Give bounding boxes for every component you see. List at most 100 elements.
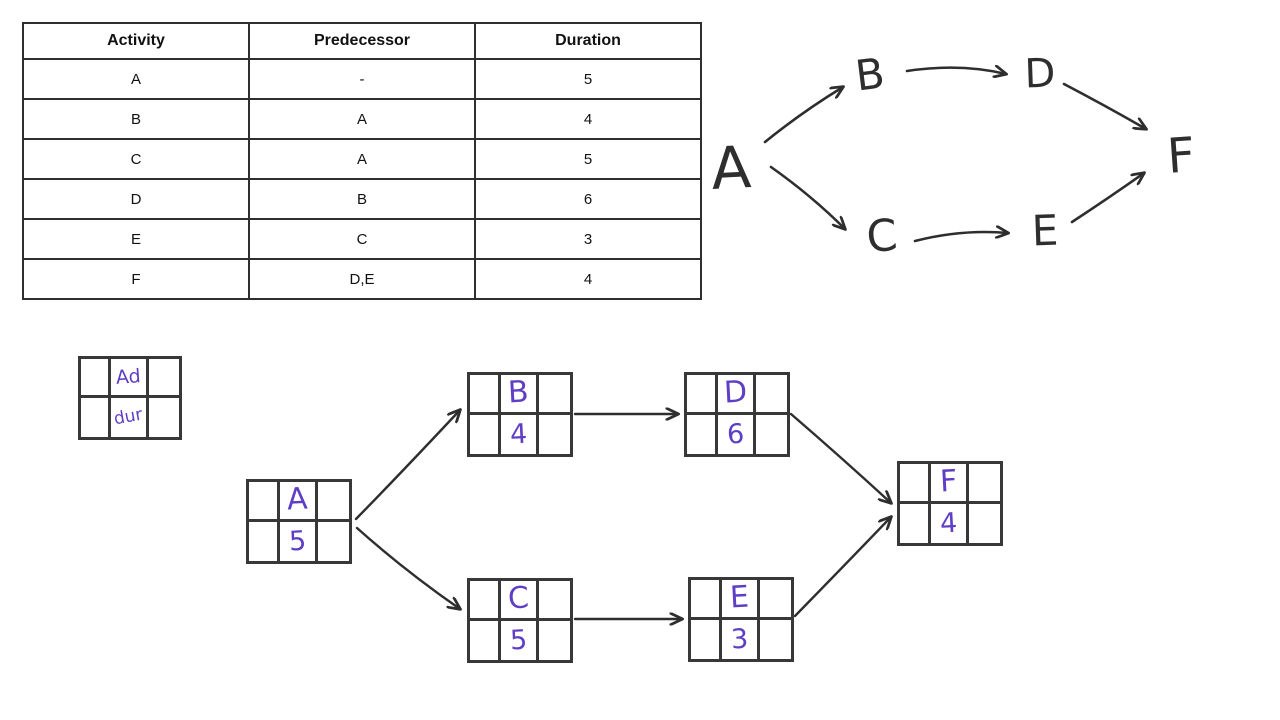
sketch-edge-e-f: [1070, 173, 1144, 224]
table-cell-activity: C: [22, 138, 250, 180]
pdm-node-e-duration-cell: 3: [722, 619, 760, 659]
pdm-node-a-duration-cell: 5: [280, 521, 318, 561]
grid-cell: [148, 359, 179, 398]
grid-cell: [756, 375, 787, 415]
pdm-legend-duration: dur: [111, 398, 149, 437]
table-cell-duration: 4: [474, 98, 702, 140]
table-row: F D,E 4: [22, 258, 702, 300]
grid-cell: [539, 415, 570, 455]
table-cell-duration: 6: [474, 178, 702, 220]
table-row: C A 5: [22, 138, 702, 180]
grid-cell: [470, 414, 501, 454]
grid-cell: [969, 464, 1000, 504]
pdm-node-d-duration: 6: [726, 418, 745, 451]
pdm-node-a-activity: A: [286, 481, 309, 518]
grid-cell: [900, 503, 931, 543]
pdm-legend-activity: Ad: [111, 359, 149, 398]
table-cell-predecessor: A: [248, 98, 476, 140]
pdm-edge-a-b: [354, 410, 460, 521]
table-cell-activity: D: [22, 178, 250, 220]
grid-cell: [539, 621, 570, 661]
grid-cell: [81, 359, 112, 398]
sketch-edge-a-b: [763, 87, 843, 144]
grid-cell: [81, 398, 112, 437]
sketch-edge-c-e: [913, 232, 1008, 243]
table-cell-predecessor: B: [248, 178, 476, 220]
sketch-node-e: E: [1030, 205, 1060, 256]
sketch-node-a: A: [709, 133, 753, 203]
legend-activity-label: Ad: [115, 364, 142, 389]
pdm-node-a-duration: 5: [288, 525, 307, 558]
grid-cell: [318, 482, 349, 522]
grid-cell: [756, 415, 787, 455]
table-header-duration: Duration: [474, 22, 702, 60]
grid-cell: [249, 521, 280, 561]
table-cell-duration: 3: [474, 218, 702, 260]
table-cell-predecessor: A: [248, 138, 476, 180]
pdm-node-a-activity-cell: A: [280, 482, 318, 522]
pdm-node-c-activity-cell: C: [501, 581, 539, 621]
pdm-node-d: D 6: [684, 372, 790, 457]
grid-cell: [687, 414, 718, 454]
pdm-node-c-activity: C: [507, 580, 530, 617]
table-header-activity: Activity: [22, 22, 250, 60]
pdm-node-c: C 5: [467, 578, 573, 663]
table-row: E C 3: [22, 218, 702, 260]
pdm-node-e: E 3: [688, 577, 794, 662]
table-cell-predecessor: C: [248, 218, 476, 260]
grid-cell: [318, 522, 349, 562]
pdm-edge-d-f: [789, 412, 891, 503]
pdm-node-c-duration-cell: 5: [501, 620, 539, 660]
pdm-node-d-activity: D: [723, 374, 748, 411]
grid-cell: [691, 580, 722, 620]
pdm-node-e-activity: E: [729, 579, 750, 616]
pdm-node-b-activity: B: [507, 374, 530, 411]
grid-cell: [470, 620, 501, 660]
pdm-node-e-activity-cell: E: [722, 580, 760, 620]
pdm-node-f-activity-cell: F: [931, 464, 969, 504]
grid-cell: [760, 620, 791, 660]
table-cell-activity: B: [22, 98, 250, 140]
pdm-node-a: A 5: [246, 479, 352, 564]
sketch-node-b: B: [852, 48, 888, 101]
table-cell-activity: A: [22, 58, 250, 100]
activity-table: Activity Predecessor Duration A - 5 B A …: [22, 22, 702, 300]
grid-cell: [760, 580, 791, 620]
pdm-node-d-duration-cell: 6: [718, 414, 756, 454]
pdm-node-b-duration-cell: 4: [501, 414, 539, 454]
table-row: A - 5: [22, 58, 702, 100]
grid-cell: [470, 581, 501, 621]
grid-cell: [900, 464, 931, 504]
sketch-edge-d-f: [1062, 82, 1146, 129]
grid-cell: [149, 398, 179, 437]
sketch-edge-a-c: [769, 165, 845, 229]
table-cell-duration: 5: [474, 58, 702, 100]
sketch-node-d: D: [1023, 50, 1057, 98]
sketch-edge-b-d: [905, 68, 1006, 74]
pdm-legend-box: Ad dur: [78, 356, 182, 440]
grid-cell: [539, 581, 570, 621]
table-cell-duration: 4: [474, 258, 702, 300]
grid-cell: [470, 375, 501, 415]
grid-cell: [249, 482, 280, 522]
grid-cell: [687, 375, 718, 415]
table-cell-duration: 5: [474, 138, 702, 180]
legend-duration-label: dur: [112, 404, 145, 430]
pdm-node-f-duration: 4: [939, 507, 958, 540]
table-cell-predecessor: -: [248, 58, 476, 100]
sketch-node-c: C: [864, 209, 900, 264]
table-header-predecessor: Predecessor: [248, 22, 476, 60]
grid-cell: [691, 619, 722, 659]
table-cell-predecessor: D,E: [248, 258, 476, 300]
pdm-node-c-duration: 5: [509, 624, 528, 657]
table-cell-activity: E: [22, 218, 250, 260]
table-row: B A 4: [22, 98, 702, 140]
pdm-node-b-duration: 4: [509, 418, 528, 451]
pdm-node-b: B 4: [467, 372, 573, 457]
pdm-edge-a-c: [355, 526, 460, 609]
table-header-row: Activity Predecessor Duration: [22, 22, 702, 60]
pdm-node-b-activity-cell: B: [501, 375, 539, 415]
pdm-node-e-duration: 3: [730, 623, 749, 656]
